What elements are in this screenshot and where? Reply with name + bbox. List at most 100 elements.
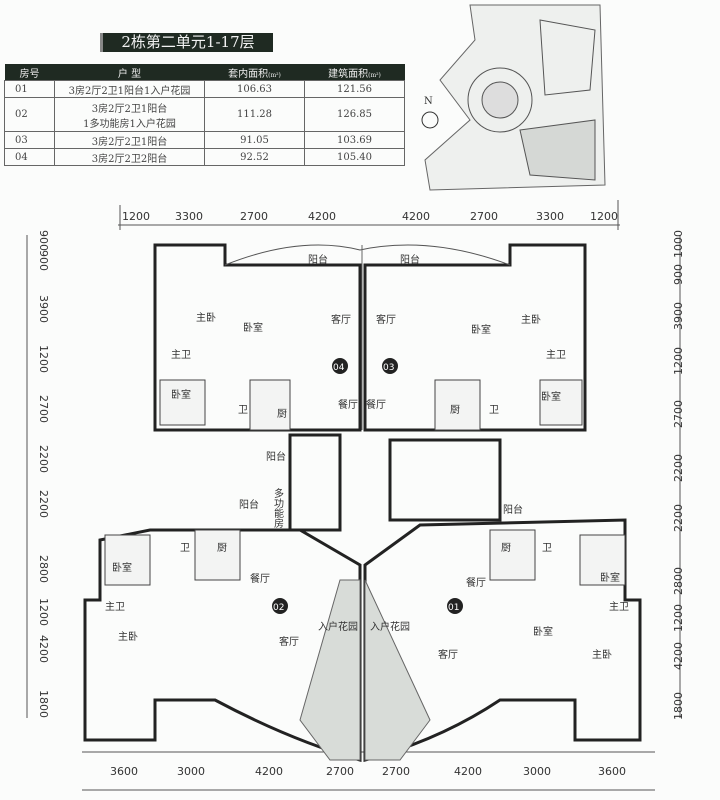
room-label: 餐厅 xyxy=(338,398,358,411)
room-label: 入户花园 xyxy=(370,620,410,633)
dim-label: 1200 xyxy=(122,210,150,223)
dim-label: 3600 xyxy=(598,765,626,778)
dim-label: 1000 xyxy=(672,230,685,258)
inner-area: 111.28 xyxy=(204,97,305,132)
dim-label: 1200 xyxy=(590,210,618,223)
room-label: 多功能房 xyxy=(272,487,284,529)
dim-label: 2700 xyxy=(470,210,498,223)
room-label: 主卧 xyxy=(118,630,138,643)
unit-markers: 04 03 02 01 xyxy=(272,358,463,614)
dim-label: 2700 xyxy=(37,395,50,423)
dim-label: 2200 xyxy=(672,504,685,532)
room-label: 厨 xyxy=(450,404,460,416)
room-label: 客厅 xyxy=(331,313,351,326)
dim-label: 1200 xyxy=(37,345,50,373)
room-label: 主卧 xyxy=(196,311,216,324)
dim-label: 2700 xyxy=(326,765,354,778)
dim-label: 4200 xyxy=(37,635,50,663)
room-label: 卧室 xyxy=(533,625,553,638)
dim-label: 3900 xyxy=(37,295,50,323)
room-label: 卧室 xyxy=(600,571,620,584)
dim-label: 3900 xyxy=(672,302,685,330)
room-label: 主卧 xyxy=(592,648,612,661)
left-dimensions: 900 900 3900 1200 2700 2200 2200 2800 12… xyxy=(37,230,50,718)
dim-label: 2700 xyxy=(672,400,685,428)
dim-label: 4200 xyxy=(402,210,430,223)
dim-label: 4200 xyxy=(454,765,482,778)
right-dimensions: 1000 900 3900 1200 2700 2200 2200 2800 1… xyxy=(672,230,685,720)
room-label: 客厅 xyxy=(279,635,299,648)
room-label: 阳台 xyxy=(266,450,286,463)
dim-label: 2200 xyxy=(37,445,50,473)
dim-label: 4200 xyxy=(308,210,336,223)
room-labels: 阳台 阳台 主卧 卧室 客厅 客厅 卧室 主卧 主卫 主卫 卧室 卫 厨 餐厅 … xyxy=(105,253,629,661)
dim-label: 2200 xyxy=(672,454,685,482)
dim-label: 3600 xyxy=(110,765,138,778)
room-label: 客厅 xyxy=(438,648,458,661)
unit-04-marker: 04 xyxy=(333,363,345,373)
dim-label: 2700 xyxy=(382,765,410,778)
col-inner-area: 套内面积(m²) xyxy=(204,64,305,81)
dim-label: 4200 xyxy=(672,642,685,670)
room-label: 厨 xyxy=(501,542,511,554)
room-label: 卧室 xyxy=(171,388,191,401)
building-unit-title: 2栋第二单元1-17层 xyxy=(100,33,273,52)
room-label: 卫 xyxy=(180,543,190,554)
dim-label: 1200 xyxy=(672,347,685,375)
room-label: 主卫 xyxy=(609,601,629,613)
table-row: 04 3房2厅2卫2阳台 92.52 105.40 xyxy=(4,148,405,166)
room-label: 卧室 xyxy=(112,561,132,574)
unit-01-marker: 01 xyxy=(448,603,459,613)
dimension-lines xyxy=(26,200,681,791)
room-label: 阳台 xyxy=(308,253,328,266)
room-label: 卫 xyxy=(542,543,552,554)
room-label: 阳台 xyxy=(400,253,420,266)
room-label: 主卫 xyxy=(171,349,191,361)
room-label: 卫 xyxy=(238,405,248,416)
dim-label: 1200 xyxy=(672,604,685,632)
table-row: 01 3房2厅2卫1阳台1入户花园 106.63 121.56 xyxy=(4,80,405,98)
room-label: 卫 xyxy=(489,405,499,416)
bottom-dimensions: 3600 3000 4200 2700 2700 4200 3000 3600 xyxy=(110,765,626,778)
unit-02-marker: 02 xyxy=(273,603,284,613)
dim-label: 3300 xyxy=(175,210,203,223)
dim-label: 2800 xyxy=(672,567,685,595)
entry-garden-right xyxy=(364,579,431,761)
gross-area: 105.40 xyxy=(304,148,405,166)
room-no: 04 xyxy=(4,148,55,166)
unit-area-table: 房号 户 型 套内面积(m²) 建筑面积(m²) 01 3房2厅2卫1阳台1入户… xyxy=(4,64,405,166)
dim-label: 1800 xyxy=(672,692,685,720)
top-dimensions: 1200 3300 2700 4200 4200 2700 3300 1200 xyxy=(122,210,618,223)
room-label: 入户花园 xyxy=(318,620,358,633)
room-label: 主卫 xyxy=(105,601,125,613)
compass-icon xyxy=(421,111,439,129)
col-type: 户 型 xyxy=(54,64,205,81)
compass-north-label: N xyxy=(424,96,433,107)
room-label: 卧室 xyxy=(541,390,561,403)
room-label: 客厅 xyxy=(376,313,396,326)
room-label: 餐厅 xyxy=(466,576,486,589)
table-row: 03 3房2厅2卫1阳台 91.05 103.69 xyxy=(4,131,405,149)
dim-label: 1800 xyxy=(37,690,50,718)
dim-label: 900 xyxy=(672,264,685,285)
room-label: 主卫 xyxy=(546,349,566,361)
col-room-no: 房号 xyxy=(4,64,55,81)
table-header: 房号 户 型 套内面积(m²) 建筑面积(m²) xyxy=(4,64,405,81)
room-label: 厨 xyxy=(217,542,227,554)
dim-label: 3000 xyxy=(523,765,551,778)
col-gross-area: 建筑面积(m²) xyxy=(304,64,405,81)
dim-label: 2800 xyxy=(37,555,50,583)
dim-label: 2700 xyxy=(240,210,268,223)
unit-03-marker: 03 xyxy=(383,363,394,373)
walls xyxy=(83,243,642,762)
room-label: 阳台 xyxy=(239,498,259,511)
room-label: 餐厅 xyxy=(250,572,270,585)
dim-label: 1200 xyxy=(37,598,50,626)
dim-label: 3000 xyxy=(177,765,205,778)
dim-label: 4200 xyxy=(255,765,283,778)
entry-garden-left xyxy=(299,579,361,761)
room-label: 厨 xyxy=(277,408,287,420)
dim-label: 900 xyxy=(37,230,50,251)
